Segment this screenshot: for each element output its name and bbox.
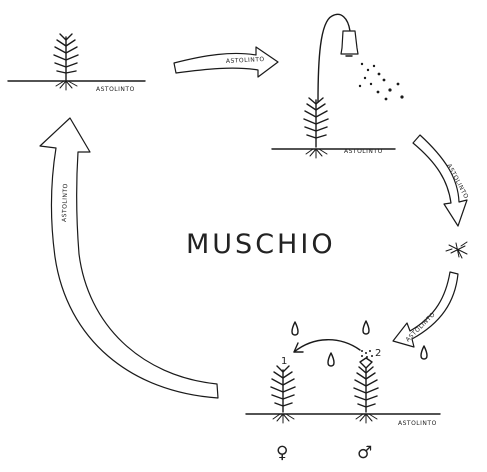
label-arrow-top: ASTOLINTO — [226, 56, 265, 65]
arrow-right — [412, 134, 468, 227]
water-drop — [420, 345, 428, 360]
antherozoids — [361, 350, 373, 358]
sporophyte-plant-top-right — [271, 13, 404, 159]
gametophyte-plant-top-left — [7, 33, 146, 91]
spores — [358, 62, 404, 101]
diagram-title: MUSCHIO — [186, 229, 336, 260]
female-number: 1 — [281, 356, 287, 367]
water-drop — [327, 352, 335, 367]
arrow-bottom-right — [392, 271, 459, 348]
fertilization-arrow — [293, 339, 373, 358]
label-bottom-plants: ASTOLINTO — [398, 420, 437, 427]
water-drop — [362, 320, 370, 335]
label-arrow-left: ASTOLINTO — [61, 183, 69, 222]
label-top-right: ASTOLINTO — [344, 148, 383, 155]
water-drop — [291, 321, 299, 336]
male-number: 2 — [375, 348, 381, 359]
label-arrow-bottom-right: ASTOLINTO — [404, 311, 436, 343]
female-symbol: ♀ — [276, 443, 288, 463]
bottom-plants — [245, 357, 441, 424]
female-gametophyte — [270, 365, 296, 424]
male-symbol: ♂ — [357, 443, 372, 463]
arrow-top — [173, 46, 279, 78]
water-drops — [291, 320, 428, 367]
label-top-left: ASTOLINTO — [96, 86, 135, 93]
arrow-left — [39, 117, 219, 399]
male-gametophyte — [353, 357, 379, 424]
protonema — [445, 241, 468, 259]
